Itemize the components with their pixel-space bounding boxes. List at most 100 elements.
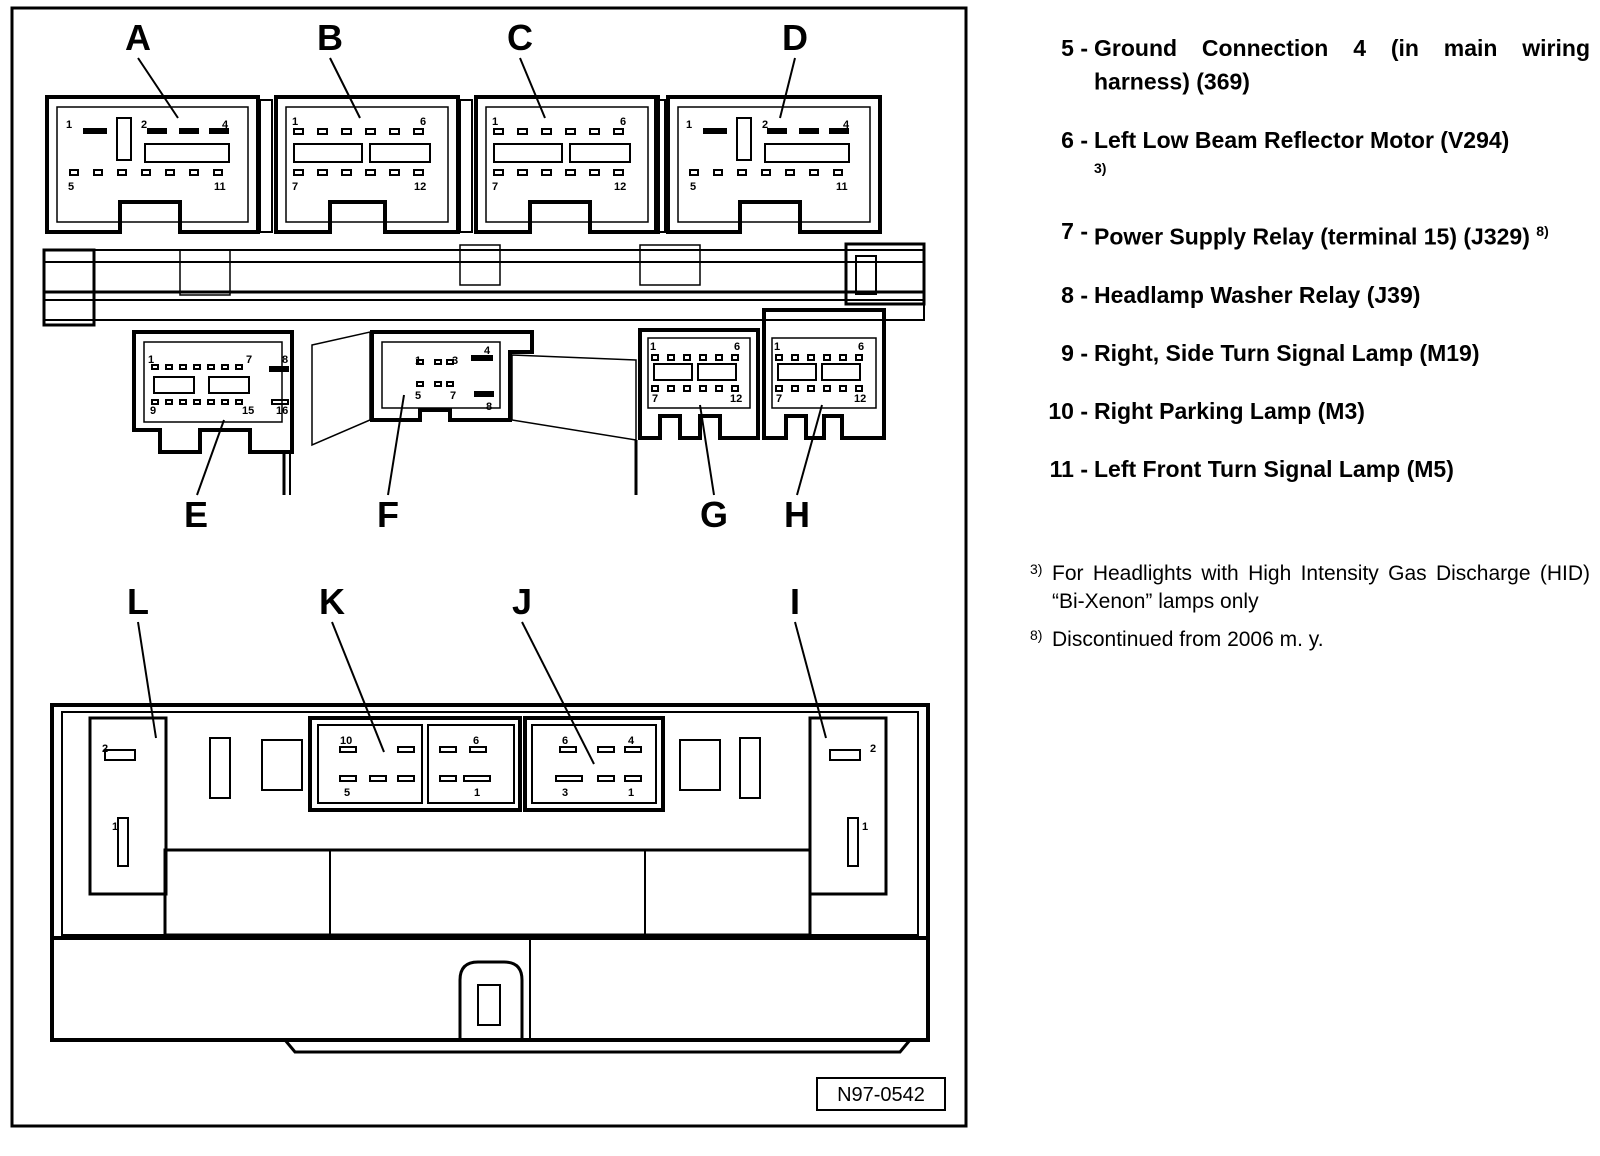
- label-B: B: [317, 17, 343, 58]
- pin-G-12: 12: [730, 393, 742, 405]
- pin-C-7: 7: [492, 181, 498, 193]
- label-I: I: [790, 581, 800, 622]
- bottom-relay-carrier: [50, 703, 930, 1054]
- legend-number: 6 -: [1061, 126, 1088, 153]
- legend-item-11: 11 - Left Front Turn Signal Lamp (M5): [1030, 455, 1590, 483]
- pin-E-8: 8: [282, 354, 288, 366]
- legend-item-6: 6 - Left Low Beam Reflector Motor (V294)…: [1030, 126, 1590, 188]
- pin-J-1: 1: [628, 787, 634, 799]
- legend-number: 5 -: [1061, 35, 1088, 61]
- component-legend: 5 - Ground Connection 4 (in main wiring …: [1030, 34, 1590, 513]
- footnotes: 3) For Headlights with High Intensity Ga…: [1030, 560, 1590, 664]
- pin-C-6: 6: [620, 116, 626, 128]
- connector-H: [762, 308, 886, 440]
- top-connector-housing: [42, 95, 926, 495]
- connector-G: [638, 328, 760, 440]
- legend-text: Right, Side Turn Signal Lamp (M19): [1094, 339, 1480, 366]
- pin-G-6: 6: [734, 341, 740, 353]
- figure-code: N97-0542: [837, 1084, 925, 1106]
- legend-number: 8 -: [1061, 281, 1088, 308]
- connector-C: [474, 95, 660, 234]
- pin-C-12: 12: [614, 181, 626, 193]
- label-G: G: [700, 494, 728, 535]
- diagram-frame: [10, 6, 968, 1128]
- footnote-8: 8) Discontinued from 2006 m. y.: [1030, 626, 1590, 654]
- label-A: A: [125, 17, 151, 58]
- pin-C-1: 1: [492, 116, 498, 128]
- pin-L-1: 1: [112, 821, 118, 833]
- leader-lines: [137, 57, 827, 765]
- pin-G-7: 7: [652, 393, 658, 405]
- pin-D-4: 4: [843, 119, 850, 131]
- pin-F-5: 5: [415, 390, 421, 402]
- pin-F-1: 1: [415, 355, 421, 367]
- connector-E: [132, 330, 294, 454]
- footnote-marker: 8): [1030, 627, 1043, 643]
- pin-A-11: 11: [214, 181, 226, 193]
- legend-item-5: 5 - Ground Connection 4 (in main wiring …: [1030, 34, 1590, 96]
- pin-B-1: 1: [292, 116, 298, 128]
- pin-D-1: 1: [686, 119, 692, 131]
- connector-D: [666, 95, 882, 234]
- pin-J-6: 6: [562, 735, 568, 747]
- label-K: K: [319, 581, 345, 622]
- label-E: E: [184, 494, 208, 535]
- label-L: L: [127, 581, 149, 622]
- pin-F-7: 7: [450, 390, 456, 402]
- connector-A: [45, 95, 260, 234]
- legend-text: Headlamp Washer Relay (J39): [1094, 281, 1421, 308]
- pin-D-11: 11: [836, 181, 848, 193]
- legend-note: 8): [1536, 223, 1549, 240]
- pin-F-4: 4: [484, 345, 491, 357]
- pin-K-1: 1: [474, 787, 480, 799]
- pin-E-16: 16: [276, 405, 288, 417]
- connector-J: [523, 716, 665, 812]
- connector-I: [808, 716, 888, 896]
- pin-A-1: 1: [66, 119, 72, 131]
- legend-item-9: 9 - Right, Side Turn Signal Lamp (M19): [1030, 339, 1590, 367]
- label-H: H: [784, 494, 810, 535]
- pin-B-7: 7: [292, 181, 298, 193]
- footnote-marker: 3): [1030, 561, 1043, 577]
- connector-F: [370, 330, 534, 422]
- pin-H-7: 7: [776, 393, 782, 405]
- legend-number: 10 -: [1048, 397, 1088, 424]
- pin-I-1: 1: [862, 821, 868, 833]
- footnote-3: 3) For Headlights with High Intensity Ga…: [1030, 560, 1590, 616]
- pin-I-2: 2: [870, 743, 876, 755]
- pin-B-12: 12: [414, 181, 426, 193]
- pin-K-10: 10: [340, 735, 352, 747]
- legend-text: Right Parking Lamp (M3): [1094, 397, 1365, 424]
- pin-H-1: 1: [774, 341, 780, 353]
- legend-text: Ground Connection 4 (in main wiring harn…: [1094, 35, 1590, 95]
- pin-B-6: 6: [420, 116, 426, 128]
- legend-note: 3): [1094, 159, 1107, 176]
- label-F: F: [377, 494, 399, 535]
- pin-E-7: 7: [246, 354, 252, 366]
- pin-E-15: 15: [242, 405, 254, 417]
- pin-J-3: 3: [562, 787, 568, 799]
- pin-K-6: 6: [473, 735, 479, 747]
- legend-number: 7 -: [1061, 218, 1088, 245]
- pin-E-9: 9: [150, 405, 156, 417]
- pin-L-2: 2: [102, 743, 108, 755]
- label-J: J: [512, 581, 532, 622]
- connector-B: [274, 95, 460, 234]
- pin-E-1: 1: [148, 354, 154, 366]
- legend-number: 9 -: [1061, 339, 1088, 366]
- pin-A-4: 4: [222, 119, 229, 131]
- legend-item-7: 7 - Power Supply Relay (terminal 15) (J3…: [1030, 217, 1590, 251]
- legend-text: Left Low Beam Reflector Motor (V294): [1094, 126, 1510, 153]
- legend-text: Left Front Turn Signal Lamp (M5): [1094, 455, 1454, 482]
- figure-code-box: [816, 1077, 946, 1111]
- pin-K-5: 5: [344, 787, 350, 799]
- legend-item-8: 8 - Headlamp Washer Relay (J39): [1030, 281, 1590, 309]
- footnote-text: For Headlights with High Intensity Gas D…: [1052, 562, 1590, 613]
- pin-F-8: 8: [486, 401, 492, 413]
- label-D: D: [782, 17, 808, 58]
- pin-J-4: 4: [628, 735, 635, 747]
- legend-number: 11 -: [1049, 455, 1088, 482]
- pin-H-6: 6: [858, 341, 864, 353]
- pin-F-3: 3: [452, 355, 458, 367]
- pin-D-2: 2: [762, 119, 768, 131]
